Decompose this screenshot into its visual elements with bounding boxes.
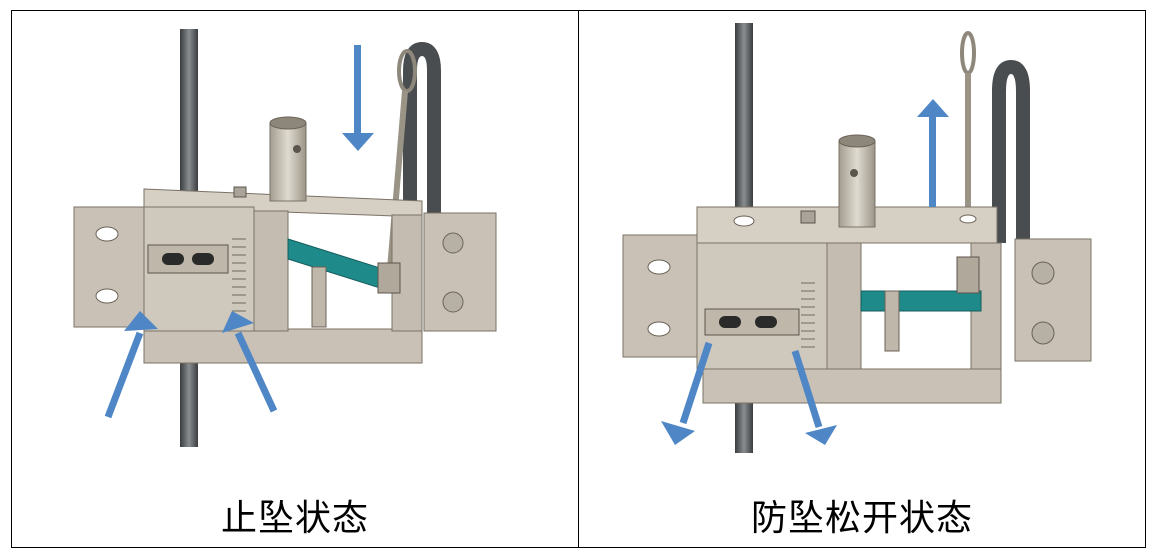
slot-hole [647,321,671,337]
slot-hole [647,259,671,275]
caption-released: 防坠松开状态 [750,498,973,539]
panel-locked: 止坠状态 [12,11,578,547]
up-arrow-left [104,311,158,419]
down-arrow-left [661,341,713,445]
left-flange [73,206,147,328]
eye-bolt [960,31,976,75]
housing-divider [826,242,862,370]
tube-hole [293,145,301,153]
lever-link [860,290,982,312]
eye-bolt [397,49,417,93]
slot-hole [95,288,119,304]
vertical-tube [269,122,307,202]
small-bolt [800,210,816,224]
lever-bracket [956,256,980,294]
bottom-plate [702,368,1002,404]
tube-top [269,116,307,130]
lever-post [884,290,900,352]
small-bolt [233,186,247,198]
up-arrow-right [222,311,278,413]
down-arrow-right [791,349,837,445]
tube-hole [850,169,858,177]
spring [801,282,815,348]
locked-mechanism-illustration [73,29,497,447]
up-arrow [917,99,949,207]
hex-nut [1031,261,1055,285]
clamp-slot [162,253,184,265]
panel-divider [578,10,579,548]
hex-nut [442,232,464,254]
slot-hole [95,226,119,242]
panel-released: 防坠松开状态 [579,11,1145,547]
bottom-plate [143,328,423,364]
down-arrow [342,45,374,151]
left-flange [622,234,700,358]
housing-left [696,242,828,370]
hex-nut [442,291,464,313]
spring [232,238,246,312]
right-flange [1014,238,1092,362]
rod-hole [733,215,755,227]
clamp-slot [192,253,214,265]
rod-hole [959,214,977,224]
hex-nut [1031,321,1055,345]
housing-divider [253,210,289,332]
vertical-tube [838,140,876,228]
lever-bracket [377,262,401,294]
right-flange [423,212,497,332]
tube-top [838,134,876,148]
released-mechanism-illustration [622,23,1092,453]
clamp-block [147,244,229,274]
lever-post [311,266,327,328]
caption-locked: 止坠状态 [220,498,369,539]
side-pipe [992,59,1030,243]
clamp-slot [719,316,741,328]
side-pipe [403,41,441,221]
clamp-slot [755,316,777,328]
